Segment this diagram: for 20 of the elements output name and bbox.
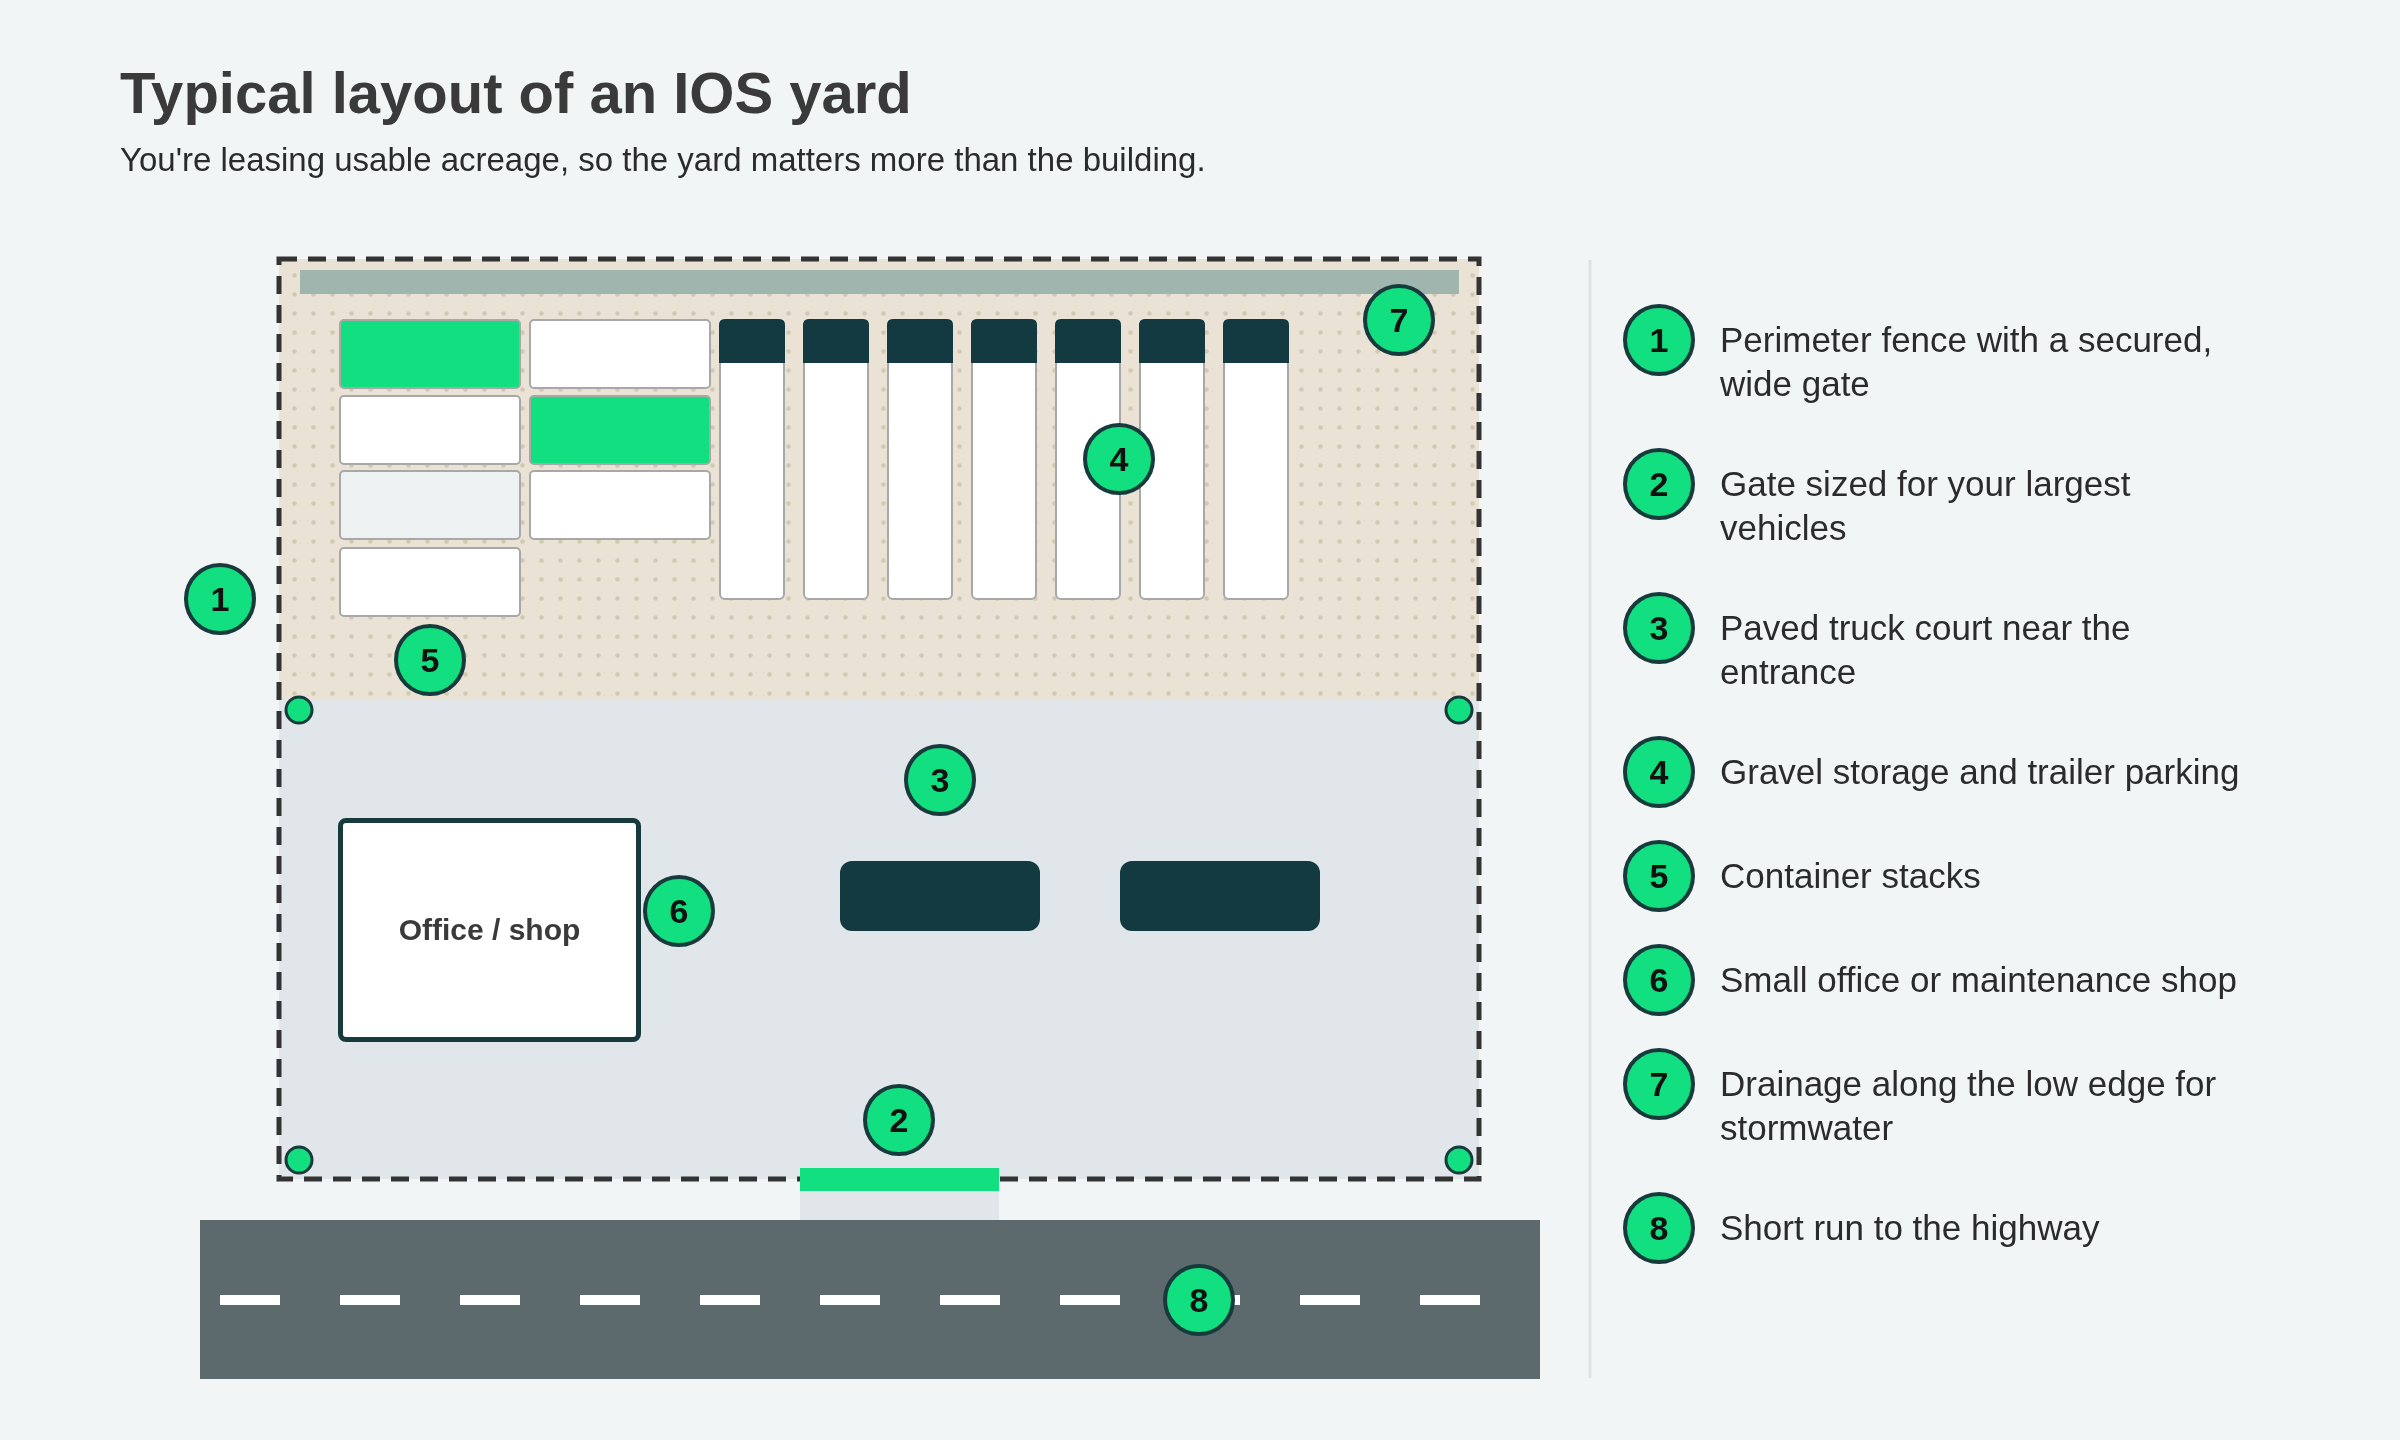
callout-number: 3 [1623,592,1695,664]
office-building: Office / shop [338,818,641,1042]
legend-text: Paved truck court near the entrance [1720,607,2132,693]
legend-text: Perimeter fence with a secured, wide gate [1720,319,2214,405]
callout-number: 7 [1623,1048,1695,1120]
callout-number: 1 [1623,304,1695,376]
legend-text: Drainage along the low edge for stormwater [1720,1063,2218,1149]
legend-text: Small office or maintenance shop [1720,959,2238,1001]
callout-number: 6 [1623,944,1695,1016]
legend-text: Gate sized for your largest vehicles [1720,463,2132,549]
callout-number: 2 [1623,448,1695,520]
callout-number: 5 [1623,840,1695,912]
callout-number: 1 [184,563,256,635]
legend-text: Short run to the highway [1720,1207,2101,1249]
callout-number: 4 [1623,736,1695,808]
subtitle: You're leasing usable acreage, so the yard matters more than the building. [120,140,1206,180]
legend-text: Container stacks [1720,855,1982,897]
title: Typical layout of an IOS yard [120,60,912,126]
legend-text: Gravel storage and trailer parking [1720,751,2241,793]
callout-number: 8 [1623,1192,1695,1264]
